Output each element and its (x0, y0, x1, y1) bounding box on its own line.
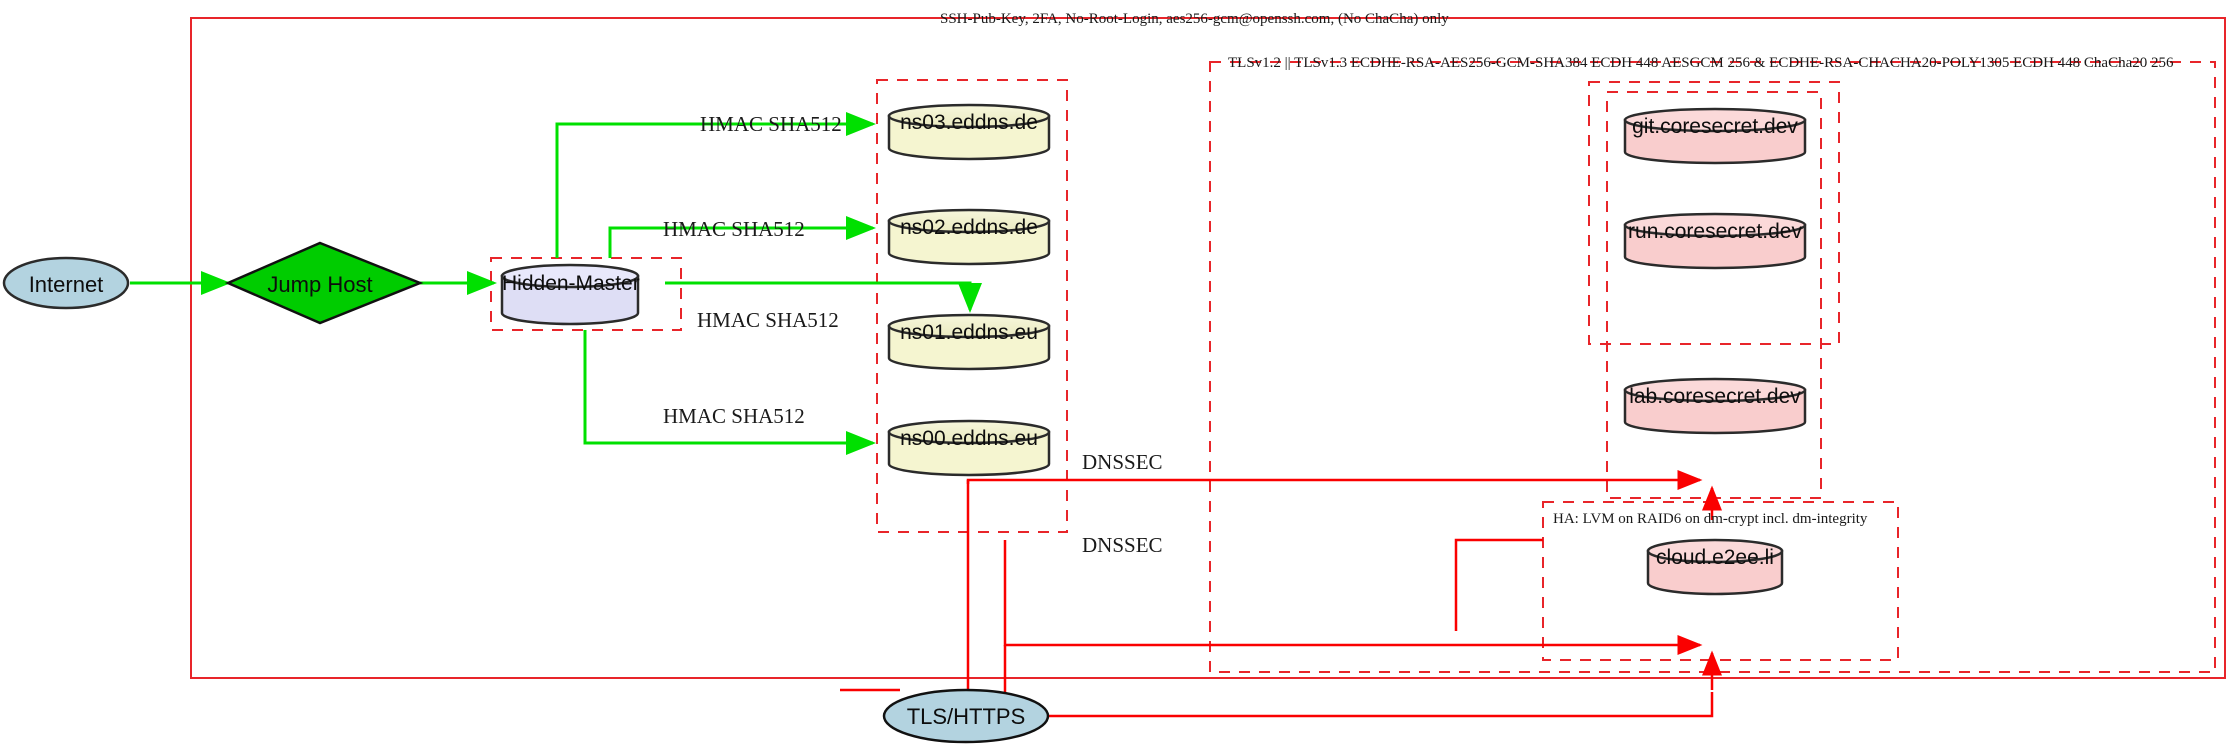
edge-master-ns03 (555, 112, 876, 258)
node-ns03-shape (887, 103, 1051, 161)
node-ns00-label[interactable]: ns00.eddns.eu (900, 427, 1038, 450)
node-run-shape (1623, 212, 1807, 270)
edge-master-ns02 (608, 216, 876, 258)
edge-label-hmac-ns01: HMAC SHA512 (697, 308, 839, 332)
tls-policy-label: TLSv1.2 || TLSv1.3 ECDHE-RSA-AES256-GCM-… (1228, 55, 2174, 71)
node-git-shape (1623, 107, 1807, 165)
edge-label-dnssec-upper: DNSSEC (1082, 450, 1163, 474)
node-git-label[interactable]: git.coresecret.dev (1632, 115, 1798, 138)
coresecret-cluster-outer (1588, 81, 1840, 345)
edge-tlshttps-ha-left (1454, 538, 1543, 631)
node-lab-label[interactable]: lab.coresecret.dev (1629, 385, 1801, 408)
edge-label-hmac-ns00: HMAC SHA512 (663, 404, 805, 428)
edge-dnssec-upper (966, 470, 1703, 490)
ssh-policy-label: SSH-Pub-Key, 2FA, No-Root-Login, aes256-… (940, 11, 1449, 27)
edge-label-hmac-ns03: HMAC SHA512 (700, 112, 842, 136)
node-jumphost-shape (224, 241, 424, 325)
node-tlshttps-label[interactable]: TLS/HTTPS (906, 704, 1026, 729)
node-hidden-master-label[interactable]: Hidden-Master (502, 272, 640, 295)
node-jumphost-label[interactable]: Jump Host (267, 272, 373, 297)
node-ns00-shape (887, 419, 1051, 477)
ha-storage-label: HA: LVM on RAID6 on dm-crypt incl. dm-in… (1553, 511, 1868, 527)
node-cloud-label[interactable]: cloud.e2ee.li (1656, 546, 1774, 569)
node-tlshttps-shape (882, 688, 1050, 744)
node-ns01-label[interactable]: ns01.eddns.eu (900, 321, 1038, 344)
node-ns02-shape (887, 208, 1051, 266)
tls-zone-boundary (1209, 61, 2216, 673)
ssh-zone-boundary (190, 17, 2226, 679)
node-ns01-shape (887, 313, 1051, 371)
node-internet-label[interactable]: Internet (28, 272, 104, 297)
node-lab-shape (1623, 377, 1807, 435)
node-internet-shape (2, 256, 130, 310)
node-cloud-shape (1646, 538, 1784, 596)
edge-tlshttps-right (1048, 692, 1714, 718)
edge-label-hmac-ns02: HMAC SHA512 (663, 217, 805, 241)
node-hidden-master-shape (500, 263, 640, 326)
node-ns03-label[interactable]: ns03.eddns.de (900, 111, 1038, 134)
edge-master-ns01 (665, 281, 982, 313)
node-ns02-label[interactable]: ns02.eddns.de (900, 216, 1038, 239)
node-run-label[interactable]: run.coresecret.dev (1628, 220, 1802, 243)
edge-label-dnssec-lower: DNSSEC (1082, 533, 1163, 557)
edge-master-ns00 (583, 330, 876, 455)
